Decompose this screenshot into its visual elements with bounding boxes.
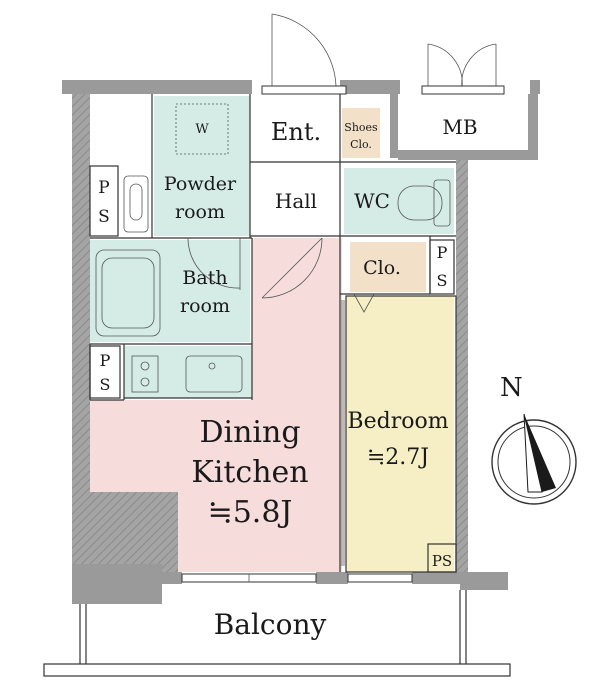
entrance-label: Ent. (271, 118, 321, 146)
dining-kitchen-label-1: Dining (199, 415, 300, 450)
wc-area (344, 168, 454, 234)
dining-kitchen-area (90, 238, 342, 572)
bath-room-label-2: room (180, 295, 230, 317)
bedroom-label: Bedroom (347, 409, 448, 434)
ps-left-top-1: P (98, 178, 109, 198)
dining-kitchen-size: ≒5.8J (208, 495, 293, 530)
partitions (89, 94, 457, 573)
hall-label: Hall (275, 189, 317, 213)
bath-room-area (90, 240, 250, 342)
meter-box-label: MB (442, 115, 477, 139)
ps-right-1: P (437, 243, 448, 262)
walls (62, 80, 540, 604)
balcony-label: Balcony (214, 608, 327, 641)
ps-left-mid-1: P (100, 351, 111, 370)
dining-kitchen-label-2: Kitchen (191, 455, 308, 490)
shoes-closet-label-2: Clo. (350, 138, 372, 151)
ps-corner: PS (432, 552, 452, 570)
fixtures (95, 103, 451, 393)
powder-room-area (154, 96, 250, 236)
bath-room-label-1: Bath (182, 267, 227, 289)
washer-label: W (195, 122, 209, 137)
shoes-closet-area (342, 108, 380, 158)
bedroom-size: ≒2.7J (367, 445, 429, 470)
powder-room-label-1: Powder (164, 173, 237, 195)
labels: Ent. Shoes Clo. MB W Powder room Hall WC… (98, 115, 477, 641)
closet-area (350, 242, 426, 292)
ps-left-mid-2: S (100, 375, 111, 394)
compass-icon: N (491, 373, 577, 505)
ps-right-2: S (437, 271, 448, 290)
ps-left-top-2: S (98, 207, 110, 227)
shoes-closet-label-1: Shoes (344, 121, 378, 134)
compass-north-label: N (500, 373, 523, 403)
balcony (43, 590, 511, 677)
bedroom-area (346, 296, 454, 572)
kitchen-counter-area (124, 346, 252, 398)
doors (181, 13, 505, 583)
closet-label: Clo. (363, 257, 401, 279)
wc-label: WC (354, 189, 390, 213)
room-fills (90, 96, 454, 572)
powder-room-label-2: room (175, 201, 225, 223)
